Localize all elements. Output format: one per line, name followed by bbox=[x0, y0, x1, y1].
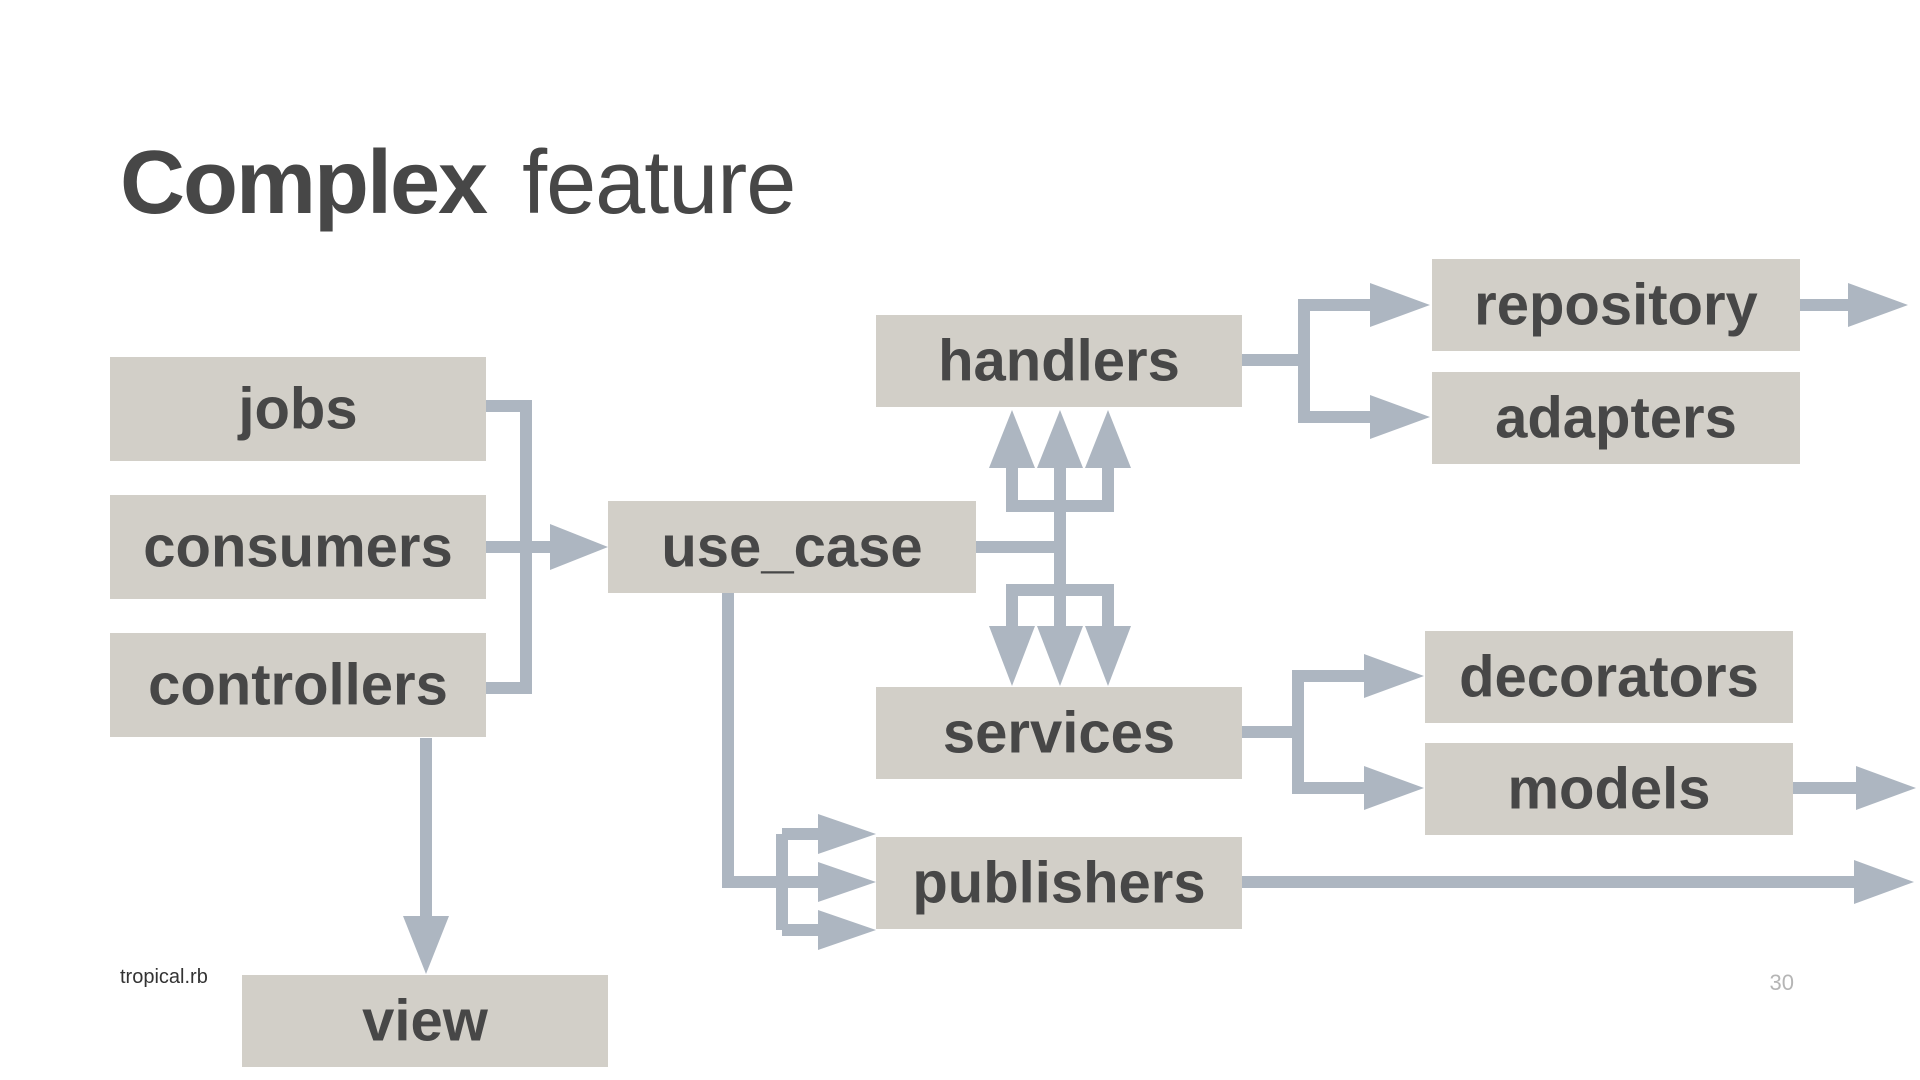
arrow-services-left bbox=[989, 626, 1035, 686]
node-controllers: controllers bbox=[110, 633, 486, 737]
edge-handlers-fork bbox=[1298, 299, 1372, 423]
arrow-to-models bbox=[1364, 766, 1424, 810]
arrow-handlers-center bbox=[1037, 410, 1083, 468]
node-jobs: jobs bbox=[110, 357, 486, 461]
edges bbox=[403, 283, 1916, 974]
title-bold: Complex bbox=[120, 133, 488, 233]
node-label: adapters bbox=[1495, 386, 1737, 451]
slide-title: Complex feature bbox=[120, 128, 796, 238]
arrow-publishers-bottom bbox=[818, 910, 876, 950]
node-label: use_case bbox=[661, 515, 922, 580]
node-repository: repository bbox=[1432, 259, 1800, 351]
edge-fan-services bbox=[1006, 584, 1114, 628]
arrow-to-repository bbox=[1370, 283, 1430, 327]
node-label: publishers bbox=[912, 851, 1205, 916]
arrow-repository-out bbox=[1848, 283, 1908, 327]
node-label: view bbox=[362, 989, 489, 1054]
node-view: view bbox=[242, 975, 608, 1067]
node-handlers: handlers bbox=[876, 315, 1242, 407]
arrow-publishers-out bbox=[1854, 860, 1914, 904]
arrow-publishers-top bbox=[818, 814, 876, 854]
arrow-to-decorators bbox=[1364, 654, 1424, 698]
page-number: 30 bbox=[1769, 970, 1794, 995]
arrow-handlers-left bbox=[989, 410, 1035, 468]
node-use-case: use_case bbox=[608, 501, 976, 593]
node-label: decorators bbox=[1459, 645, 1759, 710]
node-label: models bbox=[1507, 757, 1710, 822]
node-label: services bbox=[943, 701, 1175, 766]
footer-brand: tropical.rb bbox=[120, 966, 208, 988]
node-label: jobs bbox=[237, 377, 357, 442]
edge-services-fork bbox=[1292, 670, 1366, 794]
node-decorators: decorators bbox=[1425, 631, 1793, 723]
arrow-services-center bbox=[1037, 626, 1083, 686]
node-label: repository bbox=[1474, 273, 1758, 338]
edge-use-case-to-publishers bbox=[722, 592, 820, 888]
node-publishers: publishers bbox=[876, 837, 1242, 929]
arrow-services-right bbox=[1085, 626, 1131, 686]
node-consumers: consumers bbox=[110, 495, 486, 599]
title-light: feature bbox=[522, 133, 796, 233]
node-label: consumers bbox=[143, 515, 452, 580]
node-label: handlers bbox=[938, 329, 1180, 394]
node-adapters: adapters bbox=[1432, 372, 1800, 464]
arrow-handlers-right bbox=[1085, 410, 1131, 468]
node-models: models bbox=[1425, 743, 1793, 835]
arrow-publishers-middle bbox=[818, 862, 876, 902]
arrow-to-adapters bbox=[1370, 395, 1430, 439]
arrow-to-use-case bbox=[550, 524, 608, 570]
node-services: services bbox=[876, 687, 1242, 779]
arrow-models-out bbox=[1856, 766, 1916, 810]
arrow-to-view bbox=[403, 916, 449, 974]
node-label: controllers bbox=[148, 653, 448, 718]
edge-fan-handlers bbox=[1006, 466, 1114, 512]
